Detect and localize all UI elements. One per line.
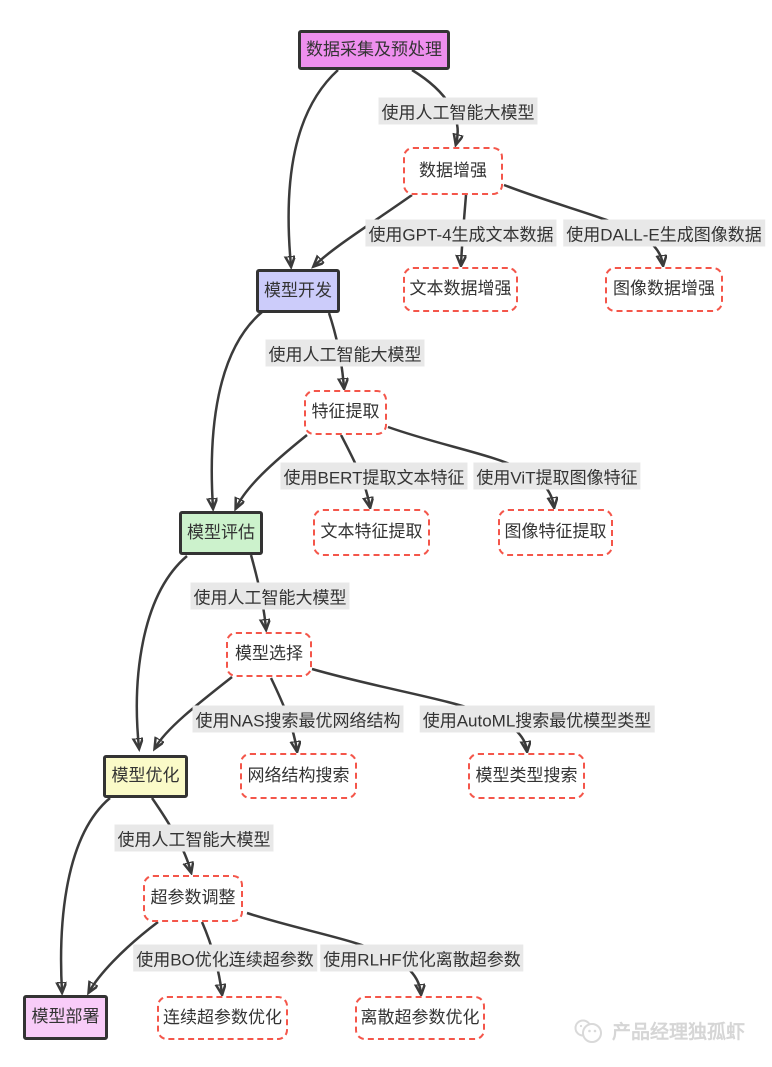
node-model-deployment: 模型部署 xyxy=(23,995,108,1040)
watermark: 产品经理独孤虾 xyxy=(572,1017,745,1044)
node-image-feature-extraction: 图像特征提取 xyxy=(498,509,613,556)
node-data-augmentation: 数据增强 xyxy=(403,147,503,195)
node-model-evaluation: 模型评估 xyxy=(179,511,263,555)
node-data-collection-preprocessing: 数据采集及预处理 xyxy=(298,30,450,70)
node-feature-extraction: 特征提取 xyxy=(304,390,387,435)
node-continuous-hyperparameter-optimization: 连续超参数优化 xyxy=(157,996,288,1040)
watermark-logo-icon xyxy=(574,1019,602,1043)
node-text-feature-extraction: 文本特征提取 xyxy=(313,509,430,556)
node-discrete-hyperparameter-optimization: 离散超参数优化 xyxy=(355,996,485,1040)
edge-development-to-evaluation xyxy=(212,311,263,508)
edge-hyperparameter-to-deployment xyxy=(89,921,159,992)
edge-label-use-ai-model-3: 使用人工智能大模型 xyxy=(190,582,350,610)
edge-evaluation-to-optimization xyxy=(137,555,188,748)
edge-label-use-ai-model-1: 使用人工智能大模型 xyxy=(378,97,538,125)
edge-optimization-to-deployment xyxy=(61,797,111,992)
edge-label-use-bert: 使用BERT提取文本特征 xyxy=(280,462,468,490)
edge-label-use-ai-model-4: 使用人工智能大模型 xyxy=(114,824,274,852)
edge-selection-to-automl xyxy=(311,667,527,751)
node-model-optimization: 模型优化 xyxy=(103,755,188,798)
edge-label-use-nas: 使用NAS搜索最优网络结构 xyxy=(192,705,404,733)
edge-feature-to-evaluation xyxy=(236,434,308,508)
edge-label-use-ai-model-2: 使用人工智能大模型 xyxy=(265,339,425,367)
edge-selection-to-optimization xyxy=(155,676,233,748)
watermark-text: 产品经理独孤虾 xyxy=(612,1022,746,1043)
edge-collect-to-development xyxy=(289,69,339,266)
edge-label-use-rlhf: 使用RLHF优化离散超参数 xyxy=(320,944,524,972)
edge-feature-to-image-feature xyxy=(387,425,554,507)
node-network-architecture-search: 网络结构搜索 xyxy=(240,753,357,799)
edge-label-use-bo: 使用BO优化连续超参数 xyxy=(133,944,317,972)
node-image-data-augmentation: 图像数据增强 xyxy=(605,267,723,312)
edge-label-use-automl: 使用AutoML搜索最优模型类型 xyxy=(419,705,655,733)
edge-label-use-vit: 使用ViT提取图像特征 xyxy=(473,462,641,490)
node-text-data-augmentation: 文本数据增强 xyxy=(403,267,518,312)
node-hyperparameter-tuning: 超参数调整 xyxy=(143,875,243,922)
node-model-development: 模型开发 xyxy=(256,269,340,313)
edge-label-use-dalle: 使用DALL-E生成图像数据 xyxy=(563,219,765,247)
node-model-selection: 模型选择 xyxy=(226,632,312,677)
edge-label-use-gpt4: 使用GPT-4生成文本数据 xyxy=(365,219,557,247)
edge-augment-to-development xyxy=(314,193,413,266)
node-model-type-search: 模型类型搜索 xyxy=(468,753,585,799)
